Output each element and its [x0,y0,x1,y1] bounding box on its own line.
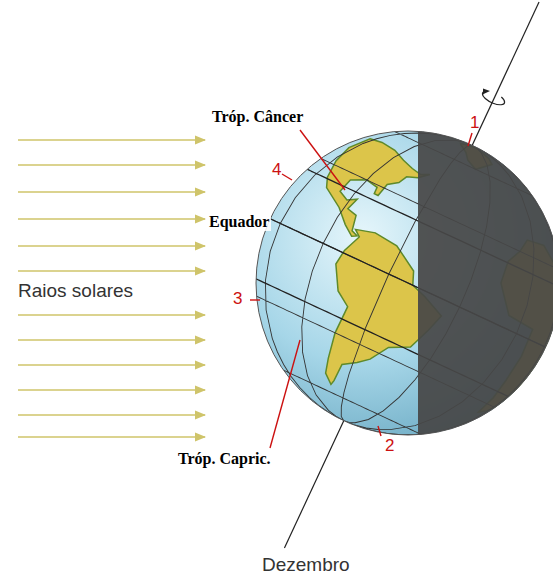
sun-rays [18,140,205,437]
sun-ray [18,245,205,247]
sun-ray [18,314,205,316]
leader-line [300,130,345,190]
tropic-label: Tróp. Câncer [212,108,303,126]
sun-ray [18,139,205,141]
sun-rays-label: Raios solares [18,281,133,302]
sun-ray [18,339,205,341]
continent [309,128,434,255]
month-label: Dezembro [262,555,350,576]
leader-lines [250,130,472,448]
leader-line [468,133,472,146]
tropic-label: Tróp. Capric. [178,450,271,468]
sun-ray [18,270,205,272]
leader-line [282,174,292,180]
leader-line [250,299,260,300]
callout-number: 4 [272,161,281,180]
sun-ray [18,436,205,438]
sun-ray [18,364,205,366]
sun-ray [18,414,205,416]
callout-number: 2 [385,437,394,456]
leader-line [378,426,381,436]
sun-ray [18,164,205,166]
callout-number: 3 [233,290,242,309]
night-side [418,131,553,434]
callout-number: 1 [470,114,479,133]
sun-ray [18,389,205,391]
earth-globe [206,81,553,485]
equator-label: Equador [207,213,271,231]
sun-ray [18,218,205,220]
graticule [206,81,553,485]
sun-ray [18,191,205,193]
leader-line [270,340,300,448]
rotation-symbol [481,89,507,107]
